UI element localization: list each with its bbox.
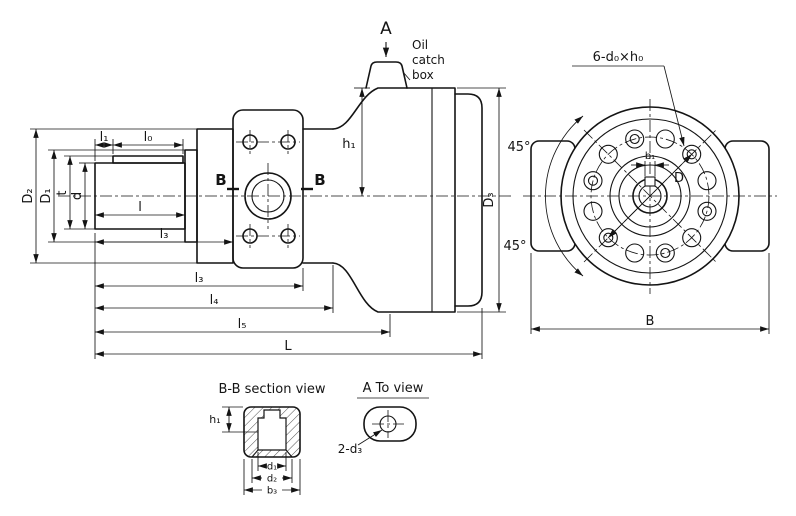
end-cap-outline xyxy=(454,93,483,307)
bolt-circle-diameter-line xyxy=(607,153,693,239)
cavity-chamfer-left xyxy=(251,449,259,458)
dim-label-d: d xyxy=(70,192,85,200)
oil-catch-box-text-1: Oil xyxy=(412,38,428,52)
angle-label-upper: 45° xyxy=(507,140,530,155)
section-label-left: B xyxy=(215,171,226,189)
side-view-centerlines xyxy=(58,130,512,248)
dim-label-l: l xyxy=(138,200,142,215)
oil-catch-box-outline xyxy=(365,61,408,89)
dim-label-D3: D₃ xyxy=(482,192,497,207)
dim-label-b3: b₃ xyxy=(267,486,277,497)
view-a-direction: A xyxy=(380,19,392,57)
oil-catch-box-callout: Oil catch box xyxy=(402,38,445,82)
side-view: A Oil catch box B B xyxy=(21,19,512,359)
flange-bolt-hole xyxy=(242,134,258,150)
view-a-detail: A To view 2-d₃ xyxy=(338,381,429,456)
angle-label-lower: 45° xyxy=(503,239,526,254)
oil-catch-box-leader xyxy=(402,71,411,81)
view-a-label: A xyxy=(380,19,392,39)
section-label-right: B xyxy=(314,171,325,189)
dim-label-d2: d₂ xyxy=(267,474,277,485)
dim-label-l3-first: l₃ xyxy=(160,227,169,242)
dim-label-l0: l₀ xyxy=(144,130,153,145)
dim-label-D1: D₁ xyxy=(39,188,54,203)
section-bb-marks: B B xyxy=(215,171,326,191)
dim-label-L: L xyxy=(284,339,292,354)
rear-housing-outline xyxy=(332,87,456,313)
end-view: 45° 45° 6-d₀×h₀ b₁ D B xyxy=(503,50,777,334)
dim-label-l1: l₁ xyxy=(100,130,109,145)
oil-catch-box-text-3: box xyxy=(412,68,434,82)
view-a-title: A To view xyxy=(363,381,424,396)
bolt-circle-centerline xyxy=(590,136,710,256)
dim-label-section-h1: h₁ xyxy=(209,413,220,426)
dim-label-l3-second: l₃ xyxy=(195,271,204,286)
section-bore-circle xyxy=(251,179,285,213)
flange-bolt-hole xyxy=(280,228,296,244)
section-bb-title: B-B section view xyxy=(218,382,325,397)
section-bb-view: B-B section view h₁ d₁ d₂ b₃ xyxy=(209,382,326,497)
dim-label-d1: d₁ xyxy=(267,462,277,473)
dim-label-D2: D₂ xyxy=(21,188,36,203)
keyway-slot xyxy=(644,176,656,187)
cavity-chamfer-right xyxy=(285,449,293,458)
dim-label-l4: l₄ xyxy=(210,293,219,308)
dim-label-D: D xyxy=(674,171,684,186)
dim-label-h1: h₁ xyxy=(342,137,355,152)
end-view-annotations: 45° 45° 6-d₀×h₀ b₁ D B xyxy=(503,50,770,334)
section-boss-circle xyxy=(244,172,292,220)
section-bb-dimensions: h₁ d₁ d₂ b₃ xyxy=(209,406,301,497)
dim-label-b1: b₁ xyxy=(645,151,655,162)
flange-bolt-hole xyxy=(242,228,258,244)
flange-bolt-hole xyxy=(280,134,296,150)
oil-catch-box-text-2: catch xyxy=(412,53,445,67)
holes-note-label: 6-d₀×h₀ xyxy=(593,50,644,65)
shaft-key-outline xyxy=(112,155,184,164)
side-view-dimensions: D₂ D₁ t d l₁ l₀ l l₃ l₃ l₄ l₅ L h₁ D₃ xyxy=(21,87,506,359)
drain-holes-label: 2-d₃ xyxy=(338,442,363,456)
dim-label-l5: l₅ xyxy=(238,317,247,332)
side-view-outline xyxy=(94,61,483,313)
dim-label-B: B xyxy=(646,314,655,329)
dim-label-t: t xyxy=(55,190,70,195)
oil-box-top-outline xyxy=(363,406,417,442)
holes-note-leader xyxy=(663,65,685,147)
angle-arc xyxy=(545,115,584,277)
drain-holes-leader xyxy=(357,429,383,446)
